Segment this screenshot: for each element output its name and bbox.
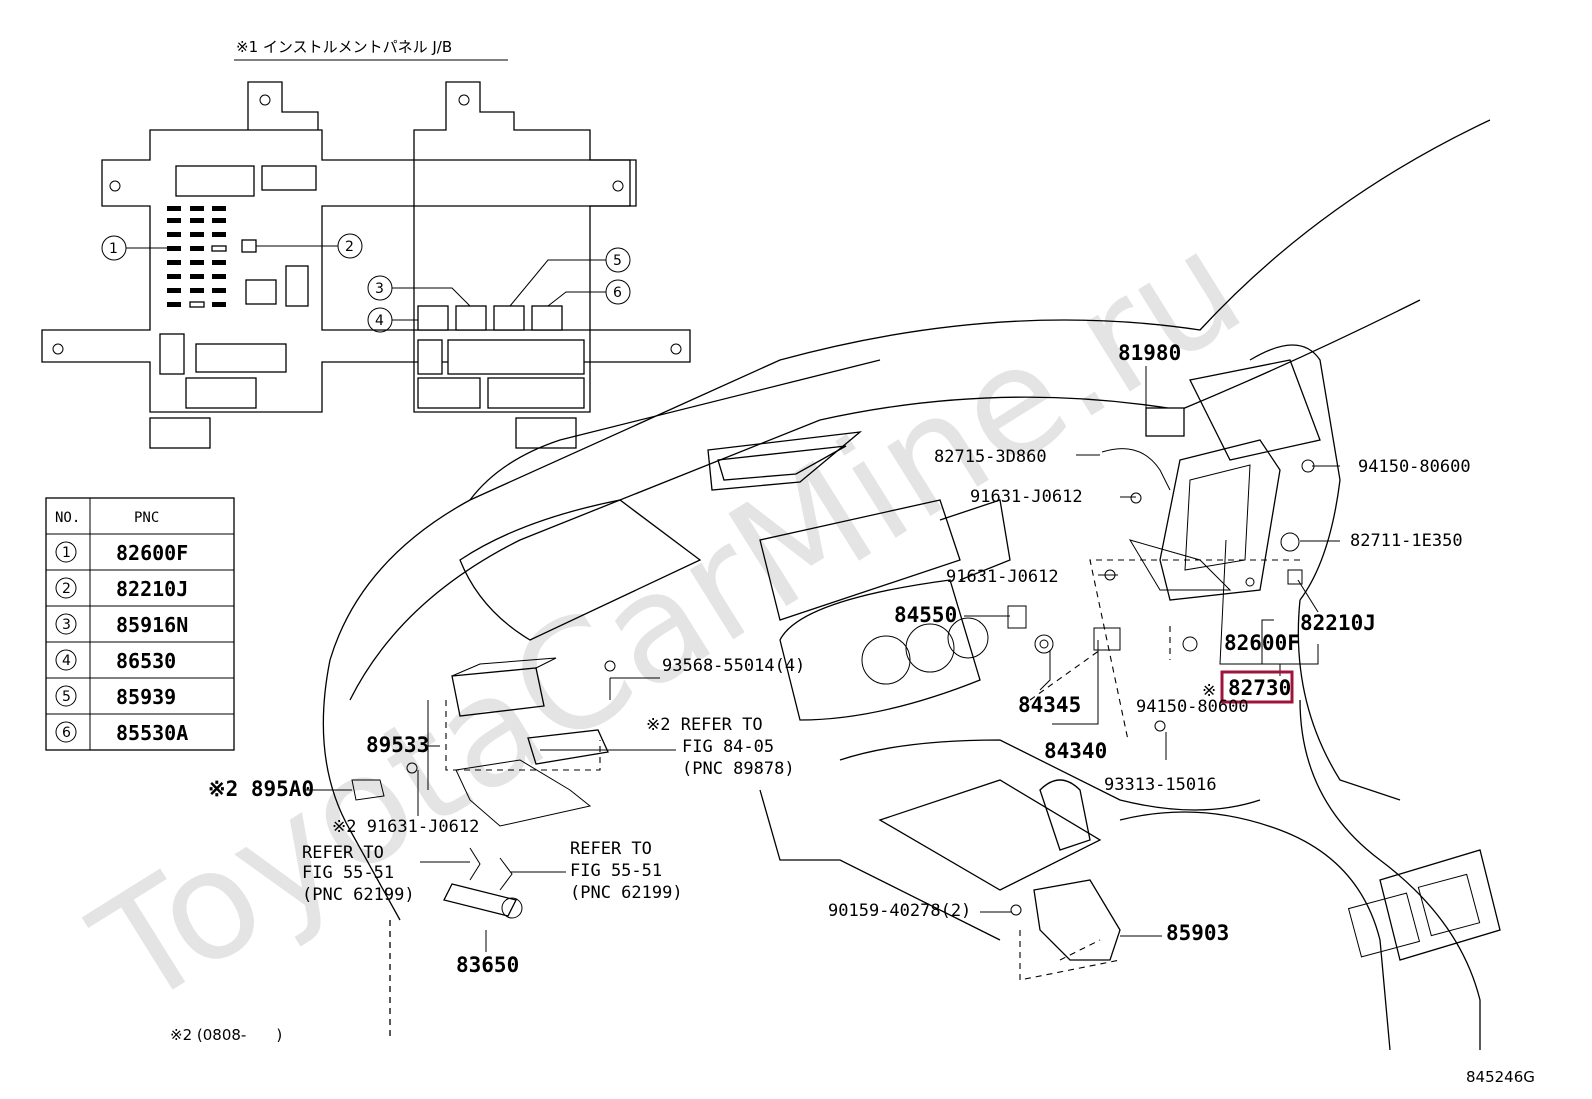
table-row: 1 82600F (55, 541, 188, 565)
label-85903: 85903 (1166, 921, 1229, 945)
pnc-table: NO. PNC 1 82600F 2 82210J 3 85916N 4 865… (45, 497, 235, 751)
svg-text:86530: 86530 (116, 649, 176, 673)
label-94150-80600-a: 94150-80600 (1358, 457, 1471, 477)
svg-text:4: 4 (62, 653, 71, 669)
label-93568-55014: 93568-55014(4) (662, 656, 805, 676)
label-82715-3d860: 82715-3D860 (934, 447, 1047, 467)
svg-text:5: 5 (62, 689, 71, 705)
label-84345: 84345 (1018, 693, 1081, 717)
jb-rear-view (413, 81, 637, 449)
label-83650: 83650 (456, 953, 519, 977)
label-94150-80600-b: 94150-80600 (1136, 697, 1249, 717)
svg-text:6: 6 (613, 285, 622, 301)
label-82210j: 82210J (1300, 611, 1376, 635)
label-91631-j0612-b: 91631-J0612 (946, 567, 1059, 587)
table-header-no: NO. (55, 510, 80, 526)
svg-text:6: 6 (62, 725, 71, 741)
callout-4: 4 (367, 307, 418, 333)
label-82711-1e350: 82711-1E350 (1350, 531, 1463, 551)
label-82730[interactable]: 82730 (1228, 676, 1291, 700)
refer-55-51-left-line3: (PNC 62199) (302, 885, 415, 905)
svg-text:82600F: 82600F (116, 541, 188, 565)
svg-text:4: 4 (375, 313, 384, 329)
table-row: 6 85530A (55, 721, 188, 745)
callout-6: 6 (547, 279, 631, 307)
refer-84-05-line2: FIG 84-05 (682, 737, 774, 757)
label-84340: 84340 (1044, 739, 1107, 763)
svg-text:5: 5 (613, 253, 622, 269)
jb-title: ※1 インストルメントパネル J/B (236, 38, 452, 56)
refer-84-05-line3: (PNC 89878) (682, 759, 795, 779)
label-84550: 84550 (894, 603, 957, 627)
label-82600f: 82600F (1224, 631, 1300, 655)
jb-front-view (41, 81, 691, 449)
label-90159-40278: 90159-40278(2) (828, 901, 971, 921)
callout-3: 3 (367, 275, 471, 307)
svg-text:1: 1 (109, 241, 118, 257)
label-81980: 81980 (1118, 341, 1181, 365)
refer-55-51-left-line1: REFER TO (302, 843, 384, 863)
callout-5: 5 (509, 247, 631, 307)
highlight-box-82730 (1220, 670, 1294, 704)
table-row: 4 86530 (55, 649, 176, 673)
watermark: ToyotaCarMine.ru (66, 199, 1270, 1041)
leader-lines (304, 366, 1340, 981)
svg-text:85939: 85939 (116, 685, 176, 709)
table-row: 5 85939 (55, 685, 176, 709)
refer-55-51-left-line2: FIG 55-51 (302, 863, 394, 883)
label-91631-j0612-c: ※2 91631-J0612 (332, 817, 479, 837)
refer-55-51-right-line3: (PNC 62199) (570, 883, 683, 903)
refer-84-05-line1: ※2 REFER TO (646, 715, 763, 735)
svg-text:3: 3 (375, 281, 384, 297)
table-header-pnc: PNC (134, 510, 159, 526)
callout-2: 2 (256, 233, 363, 259)
svg-text:3: 3 (62, 617, 71, 633)
svg-text:1: 1 (62, 545, 71, 561)
svg-text:82210J: 82210J (116, 577, 188, 601)
label-93313-15016: 93313-15016 (1104, 775, 1217, 795)
svg-text:85916N: 85916N (116, 613, 188, 637)
junction-block-assy (1101, 407, 1281, 601)
svg-text:2: 2 (345, 239, 354, 255)
label-82730-mark: ※ (1202, 681, 1216, 701)
refer-55-51-right-line2: FIG 55-51 (570, 861, 662, 881)
label-91631-j0612-a: 91631-J0612 (970, 487, 1083, 507)
note-2-footer: ※2 (0808- ) (170, 1026, 282, 1044)
svg-text:85530A: 85530A (116, 721, 188, 745)
figure-code: 845246G (1466, 1068, 1535, 1086)
label-895a0: ※2 895A0 (208, 777, 314, 801)
dashboard-outline (322, 119, 1501, 1051)
refer-55-51-right-line1: REFER TO (570, 839, 652, 859)
svg-text:2: 2 (62, 581, 71, 597)
small-parts (351, 459, 1315, 961)
table-row: 2 82210J (55, 577, 188, 601)
label-89533: 89533 (366, 733, 429, 757)
table-row: 3 85916N (55, 613, 188, 637)
callout-1: 1 (101, 235, 176, 261)
